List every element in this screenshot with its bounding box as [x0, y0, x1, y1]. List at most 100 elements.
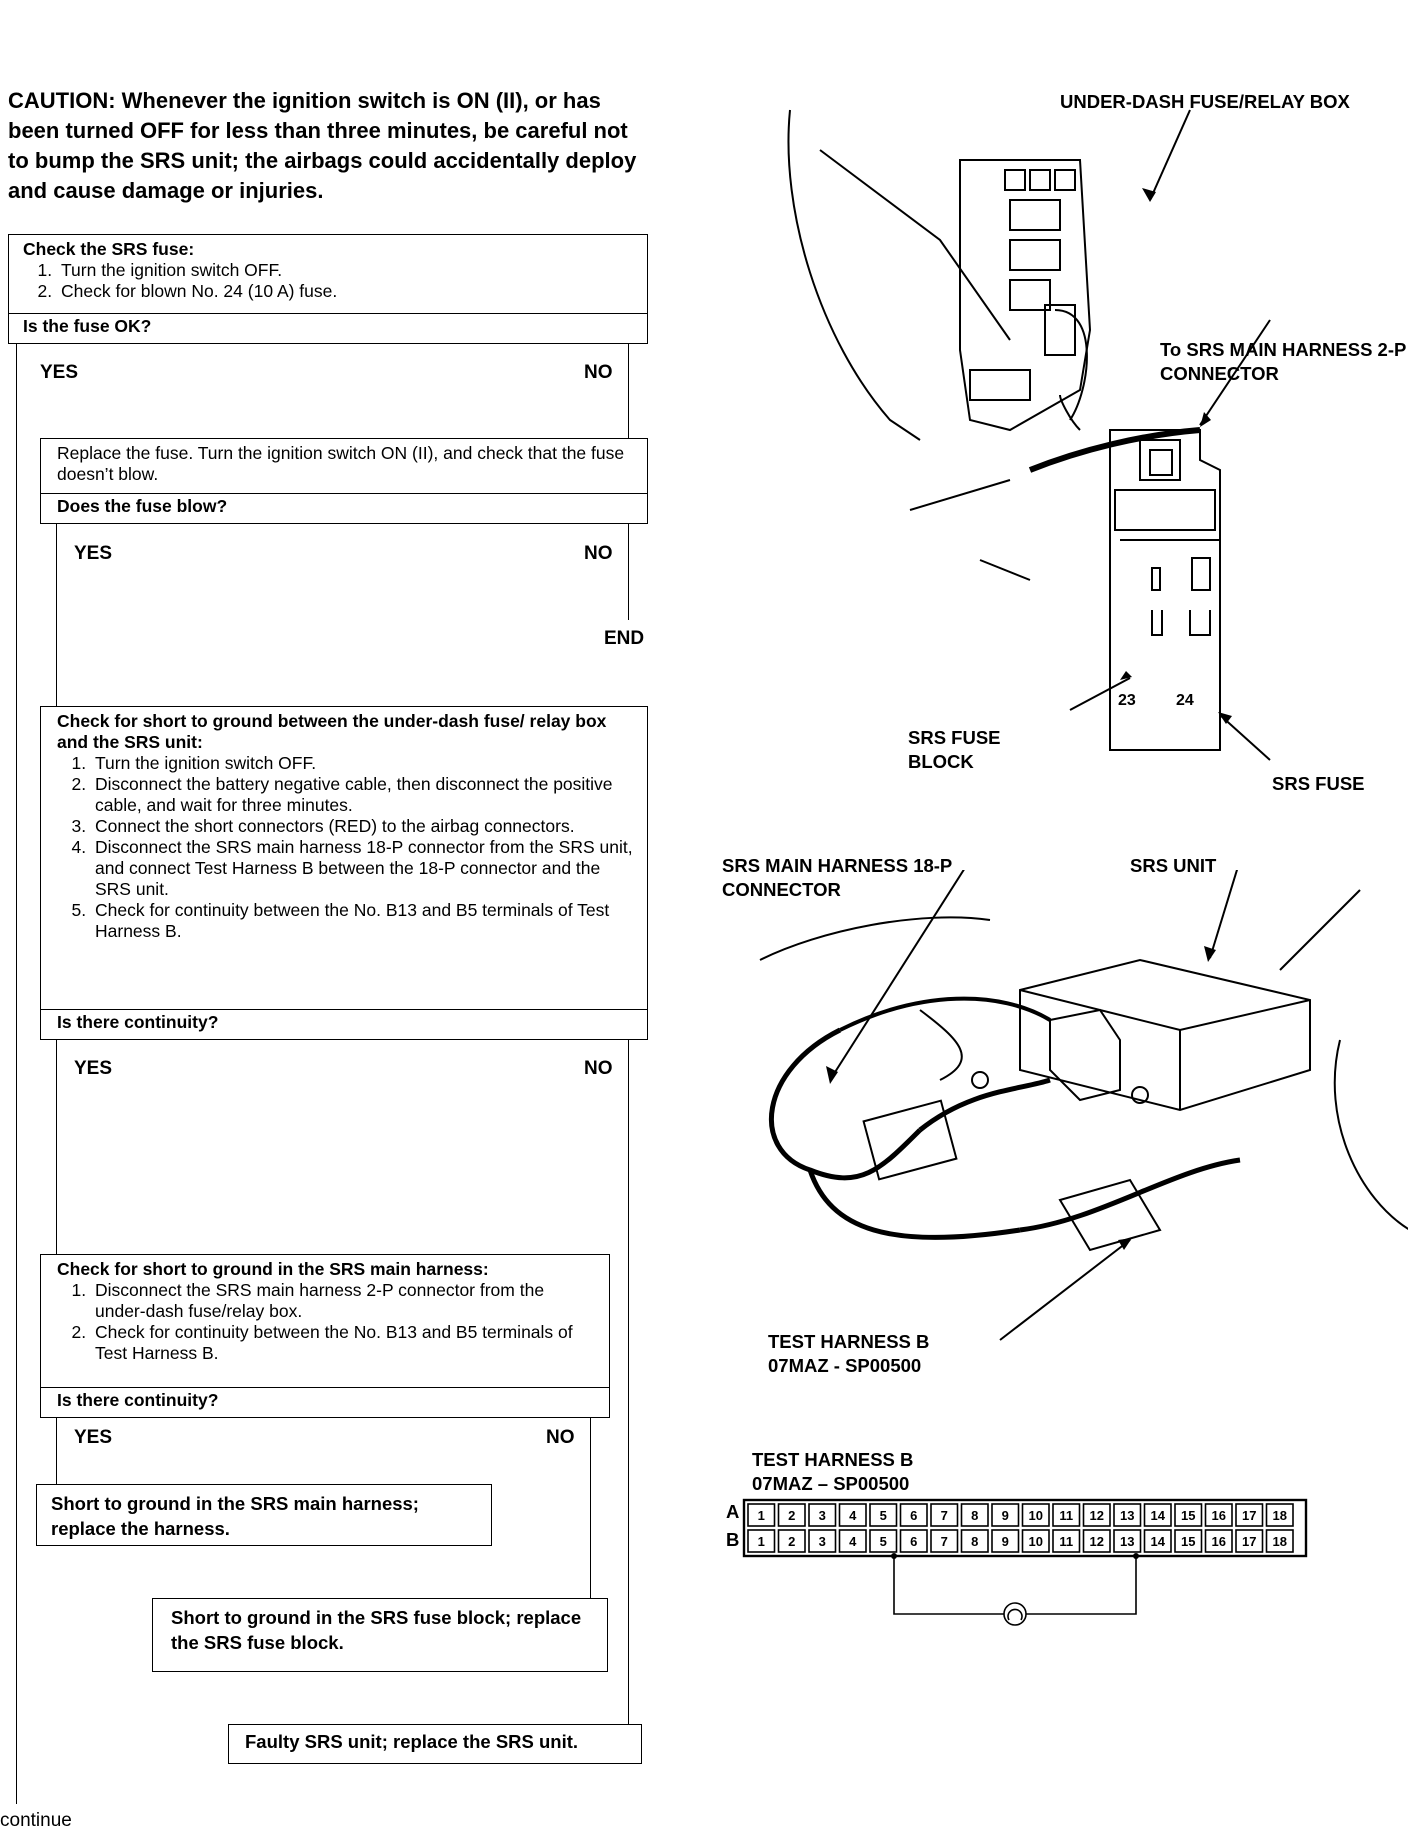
pin-b-10: [1021, 1529, 1050, 1553]
pin-a-2: [777, 1503, 806, 1527]
step2-text: Replace the fuse. Turn the ignition swit…: [57, 443, 625, 484]
step2-yes: YES: [74, 543, 113, 564]
pin-label-a-16: 16: [1212, 1508, 1226, 1523]
step3-box: Check for short to ground between the un…: [40, 706, 648, 1040]
label-srs-unit: SRS UNIT: [1130, 855, 1217, 876]
pin-label-b-6: 6: [910, 1534, 917, 1549]
pin-a-8: [960, 1503, 989, 1527]
pin-label-b-14: 14: [1151, 1534, 1166, 1549]
step1-box: Check the SRS fuse: Turn the ignition sw…: [8, 234, 648, 344]
pin-label-b-10: 10: [1029, 1534, 1043, 1549]
result-harness: Short to ground in the SRS main harness;…: [36, 1484, 492, 1546]
pin-label-a-15: 15: [1181, 1508, 1195, 1523]
step3-item: Turn the ignition switch OFF.: [91, 753, 637, 774]
pin-label-b-5: 5: [880, 1534, 887, 1549]
pin-label-b-16: 16: [1212, 1534, 1226, 1549]
pin-label-b-7: 7: [941, 1534, 948, 1549]
pin-b-4: [838, 1529, 867, 1553]
step1-question: Is the fuse OK?: [23, 316, 152, 336]
pin-label-b-17: 17: [1242, 1534, 1256, 1549]
pin-label-a-1: 1: [758, 1508, 765, 1523]
pin-label-a-11: 11: [1059, 1508, 1073, 1523]
pin-label-a-2: 2: [788, 1508, 795, 1523]
end-label: END: [604, 628, 645, 649]
pin-a-1: [747, 1503, 776, 1527]
pin-label-a-14: 14: [1151, 1508, 1166, 1523]
continue-label: continue: [0, 1810, 72, 1831]
pin-label-b-15: 15: [1181, 1534, 1195, 1549]
pin-b-8: [960, 1529, 989, 1553]
label-2p-connector: To SRS MAIN HARNESS 2-P CONNECTOR: [1160, 339, 1407, 384]
grid-title-1: TEST HARNESS B: [752, 1449, 914, 1470]
pin-a-17: [1235, 1503, 1264, 1527]
label-srs-fuse: SRS FUSE: [1272, 773, 1365, 794]
pin-label-b-13: 13: [1120, 1534, 1134, 1549]
pin-b-7: [930, 1529, 959, 1553]
step3-item: Check for continuity between the No. B13…: [91, 900, 637, 942]
pin-label-a-9: 9: [1002, 1508, 1009, 1523]
pin-label-b-9: 9: [1002, 1534, 1009, 1549]
step2-question: Does the fuse blow?: [57, 496, 228, 516]
step1-yes: YES: [40, 362, 79, 383]
pin-b-1: [747, 1529, 776, 1553]
result-srs-unit: Faulty SRS unit; replace the SRS unit.: [228, 1724, 642, 1764]
srs-unit-illustration: [759, 870, 1408, 1341]
step3-item: Connect the short connectors (RED) to th…: [91, 816, 637, 837]
caution-text: CAUTION: Whenever the ignition switch is…: [8, 88, 637, 203]
result-fuse-block: Short to ground in the SRS fuse block; r…: [152, 1598, 608, 1672]
step3-no: NO: [584, 1058, 613, 1079]
step3-question: Is there continuity?: [57, 1012, 219, 1032]
pin-label-a-4: 4: [849, 1508, 857, 1523]
flow-line: [16, 296, 17, 1804]
pin-label-b-8: 8: [971, 1534, 978, 1549]
pin-label-a-7: 7: [941, 1508, 948, 1523]
row-label-b: B: [726, 1529, 740, 1550]
row-label-a: A: [726, 1501, 740, 1522]
pin-b-6: [899, 1529, 928, 1553]
step4-item: Check for continuity between the No. B13…: [91, 1322, 599, 1364]
step4-title: Check for short to ground in the SRS mai…: [57, 1259, 489, 1279]
pin-b-3: [808, 1529, 837, 1553]
step4-question: Is there continuity?: [57, 1390, 219, 1410]
pin-a-14: [1143, 1503, 1172, 1527]
pin-a-13: [1113, 1503, 1142, 1527]
pin-a-18: [1265, 1503, 1294, 1527]
step3-item: Disconnect the battery negative cable, t…: [91, 774, 637, 816]
step4-no: NO: [546, 1427, 575, 1448]
pin-label-b-3: 3: [819, 1534, 826, 1549]
pin-label-b-12: 12: [1090, 1534, 1104, 1549]
pin-b-18: [1265, 1529, 1294, 1553]
step1-no: NO: [584, 362, 613, 383]
pin-b-12: [1082, 1529, 1111, 1553]
step1-item: Turn the ignition switch OFF.: [57, 260, 637, 281]
pin-label-a-12: 12: [1090, 1508, 1104, 1523]
pin-label-b-11: 11: [1059, 1534, 1073, 1549]
step4-item: Disconnect the SRS main harness 2-P conn…: [91, 1280, 599, 1322]
pin-a-16: [1204, 1503, 1233, 1527]
pin-b-11: [1052, 1529, 1081, 1553]
pin-label-a-10: 10: [1029, 1508, 1043, 1523]
pin-a-6: [899, 1503, 928, 1527]
pin-b-14: [1143, 1529, 1172, 1553]
fuse-relay-box-illustration: [787, 109, 1271, 761]
pin-a-10: [1021, 1503, 1050, 1527]
pin-label-a-8: 8: [971, 1508, 978, 1523]
pin-label-a-18: 18: [1273, 1508, 1287, 1523]
step3-title: Check for short to ground between the un…: [57, 711, 607, 752]
pin-label-a-3: 3: [819, 1508, 826, 1523]
pin-b-15: [1174, 1529, 1203, 1553]
step4-yes: YES: [74, 1427, 113, 1448]
grid-title-2: 07MAZ – SP00500: [752, 1473, 910, 1494]
pin-label-b-2: 2: [788, 1534, 795, 1549]
label-srs-fuse-block: SRS FUSE BLOCK: [908, 727, 1001, 772]
label-fuse-relay-box: UNDER-DASH FUSE/RELAY BOX: [1060, 91, 1350, 112]
pin-a-5: [869, 1503, 898, 1527]
label-test-harness-b: TEST HARNESS B 07MAZ - SP00500: [768, 1331, 930, 1376]
pin-label-a-13: 13: [1120, 1508, 1134, 1523]
pin-b-9: [991, 1529, 1020, 1553]
pin-a-12: [1082, 1503, 1111, 1527]
pin-a-7: [930, 1503, 959, 1527]
pin-label-b-4: 4: [849, 1534, 857, 1549]
step2-box: Replace the fuse. Turn the ignition swit…: [40, 438, 648, 524]
